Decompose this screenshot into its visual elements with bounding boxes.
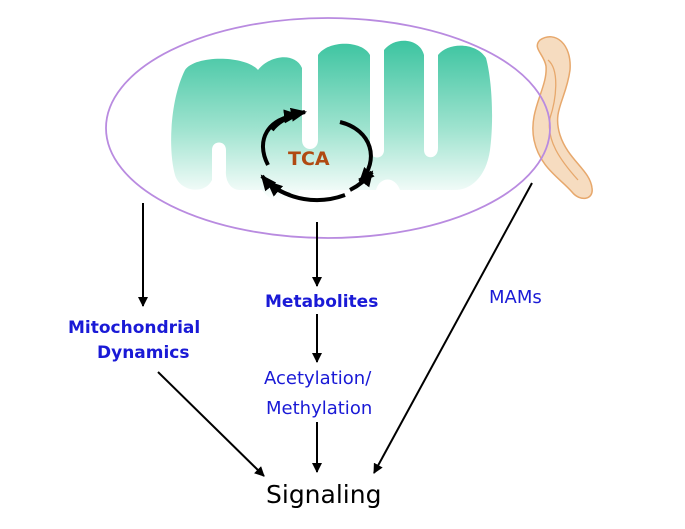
mams-label: MAMs (489, 287, 542, 308)
mito-dynamics-label-line1: Mitochondrial (68, 318, 201, 338)
endoplasmic-reticulum (532, 36, 593, 200)
inner-membrane-cristae (171, 40, 493, 202)
tca-cycle (260, 107, 375, 203)
mito-dynamics-label-line2: Dynamics (97, 343, 190, 363)
arrow-dynamics-to-signaling (157, 371, 265, 477)
methylation-label: Methylation (266, 398, 373, 419)
outer-membrane (105, 17, 551, 239)
arrow-er-to-signaling (373, 182, 533, 474)
flow-arrows (138, 182, 533, 477)
tca-label: TCA (288, 148, 330, 170)
acetylation-label: Acetylation/ (264, 368, 372, 389)
metabolites-label: Metabolites (265, 292, 379, 312)
signaling-label: Signaling (266, 480, 382, 509)
